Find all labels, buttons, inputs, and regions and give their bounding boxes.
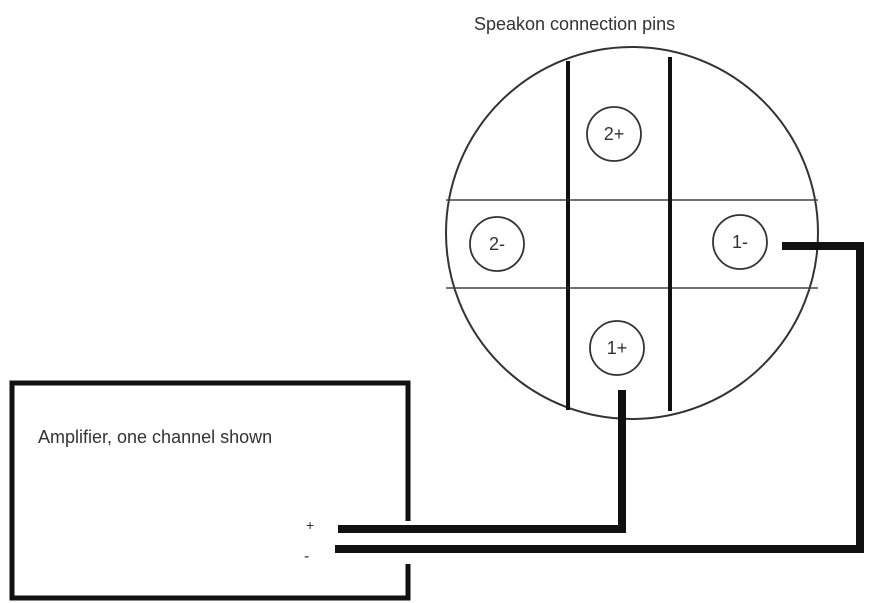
amplifier-box [9, 380, 411, 601]
amplifier-minus-terminal: - [304, 548, 309, 565]
pin-2-minus: 2- [469, 216, 525, 272]
amplifier-plus-terminal: + [306, 517, 314, 533]
amplifier-label: Amplifier, one channel shown [38, 427, 272, 447]
speakon-connector-face [445, 46, 819, 420]
pin-1-minus-label: 1- [732, 232, 748, 252]
pin-1-plus-label: 1+ [607, 338, 628, 358]
pin-2-minus-label: 2- [489, 234, 505, 254]
diagram-title: Speakon connection pins [474, 14, 675, 34]
wire-negative [335, 242, 864, 553]
pin-2-plus: 2+ [586, 106, 642, 162]
pin-1-plus: 1+ [589, 320, 645, 376]
wire-positive [338, 390, 626, 533]
pin-1-minus: 1- [712, 214, 768, 270]
pin-2-plus-label: 2+ [604, 124, 625, 144]
